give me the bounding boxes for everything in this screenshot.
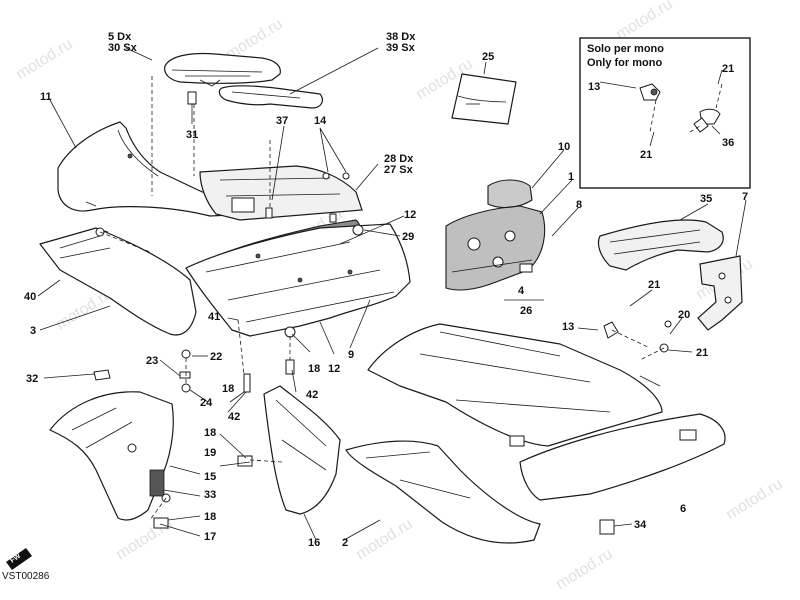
callout-22: 22	[210, 351, 222, 363]
watermark: motod.ru	[353, 516, 416, 564]
callout-28: 28 Dx	[384, 153, 414, 165]
callout-18-c: 18	[204, 427, 216, 439]
watermark: motod.ru	[613, 0, 676, 43]
callout-18-b: 18	[308, 363, 320, 375]
callout-24: 24	[200, 397, 213, 409]
drawing-reference-code: VST00286	[2, 571, 50, 582]
callout-2: 2	[342, 537, 348, 549]
callout-21-lower: 21	[696, 347, 708, 359]
callout-labels: 5 Dx 30 Sx 38 Dx 39 Sx 25 11 31 37 14 28…	[24, 31, 748, 549]
part-9-lower-panel	[185, 223, 411, 337]
callout-4: 4	[518, 285, 525, 297]
callout-37: 37	[276, 115, 288, 127]
callout-36: 36	[722, 137, 734, 149]
callout-7: 7	[742, 191, 748, 203]
callout-39: 39 Sx	[386, 42, 416, 54]
callout-27: 27 Sx	[384, 164, 414, 176]
callout-42-a: 42	[228, 411, 240, 423]
callout-16: 16	[308, 537, 320, 549]
callout-33: 33	[204, 489, 216, 501]
callout-19: 19	[204, 447, 216, 459]
seat-rail-part	[218, 85, 323, 109]
callout-15: 15	[204, 471, 216, 483]
callout-3: 3	[30, 325, 36, 337]
part-2-belly-pan	[345, 440, 541, 544]
callout-38: 38 Dx	[386, 31, 416, 43]
callout-6: 6	[680, 503, 686, 515]
seat-cover-part	[164, 52, 281, 87]
watermark: motod.ru	[553, 546, 616, 594]
callout-29: 29	[402, 231, 414, 243]
callout-21-inset-top: 21	[722, 63, 734, 75]
callout-40: 40	[24, 291, 36, 303]
callout-23: 23	[146, 355, 158, 367]
callout-21-inset-bottom: 21	[640, 149, 652, 161]
inset-title-it: Solo per mono	[587, 43, 664, 55]
callout-26: 26	[520, 305, 532, 317]
inset-title-en: Only for mono	[587, 57, 662, 69]
callout-14: 14	[314, 115, 327, 127]
assembly-lines	[99, 76, 665, 521]
callout-5: 5 Dx	[108, 31, 132, 43]
callout-9: 9	[348, 349, 354, 361]
callout-13-inset: 13	[588, 81, 600, 93]
part-7-bracket	[697, 255, 743, 331]
callout-42-b: 42	[306, 389, 318, 401]
callout-21-mid: 21	[648, 279, 660, 291]
callout-18-a: 18	[222, 383, 234, 395]
callout-32: 32	[26, 373, 38, 385]
callout-25: 25	[482, 51, 494, 63]
callout-35: 35	[700, 193, 712, 205]
hardware-fasteners	[93, 91, 672, 535]
callout-41: 41	[208, 311, 220, 323]
part-6-tail-fairing	[367, 323, 726, 501]
callout-34: 34	[634, 519, 647, 531]
part-1-side-panel	[445, 179, 546, 291]
callout-13: 13	[562, 321, 574, 333]
callout-10: 10	[558, 141, 570, 153]
callout-17: 17	[204, 531, 216, 543]
mono-inset-box: Solo per mono Only for mono	[579, 37, 751, 189]
watermark: motod.ru	[13, 36, 76, 84]
callout-8: 8	[576, 199, 582, 211]
callout-20: 20	[678, 309, 690, 321]
callout-31: 31	[186, 129, 198, 141]
callout-30: 30 Sx	[108, 42, 138, 54]
callout-18-d: 18	[204, 511, 216, 523]
leader-lines	[37, 47, 747, 541]
part-35-bracket	[597, 219, 724, 271]
forward-direction-badge: FW	[6, 548, 32, 570]
callout-11: 11	[40, 91, 52, 103]
part-25-cover	[451, 73, 517, 125]
callout-12-top: 12	[404, 209, 416, 221]
callout-1: 1	[568, 171, 574, 183]
callout-12-bottom: 12	[328, 363, 340, 375]
watermark: motod.ru	[723, 476, 786, 524]
part-15-mudguard	[49, 391, 174, 521]
part-16-inner-lower	[263, 385, 341, 515]
